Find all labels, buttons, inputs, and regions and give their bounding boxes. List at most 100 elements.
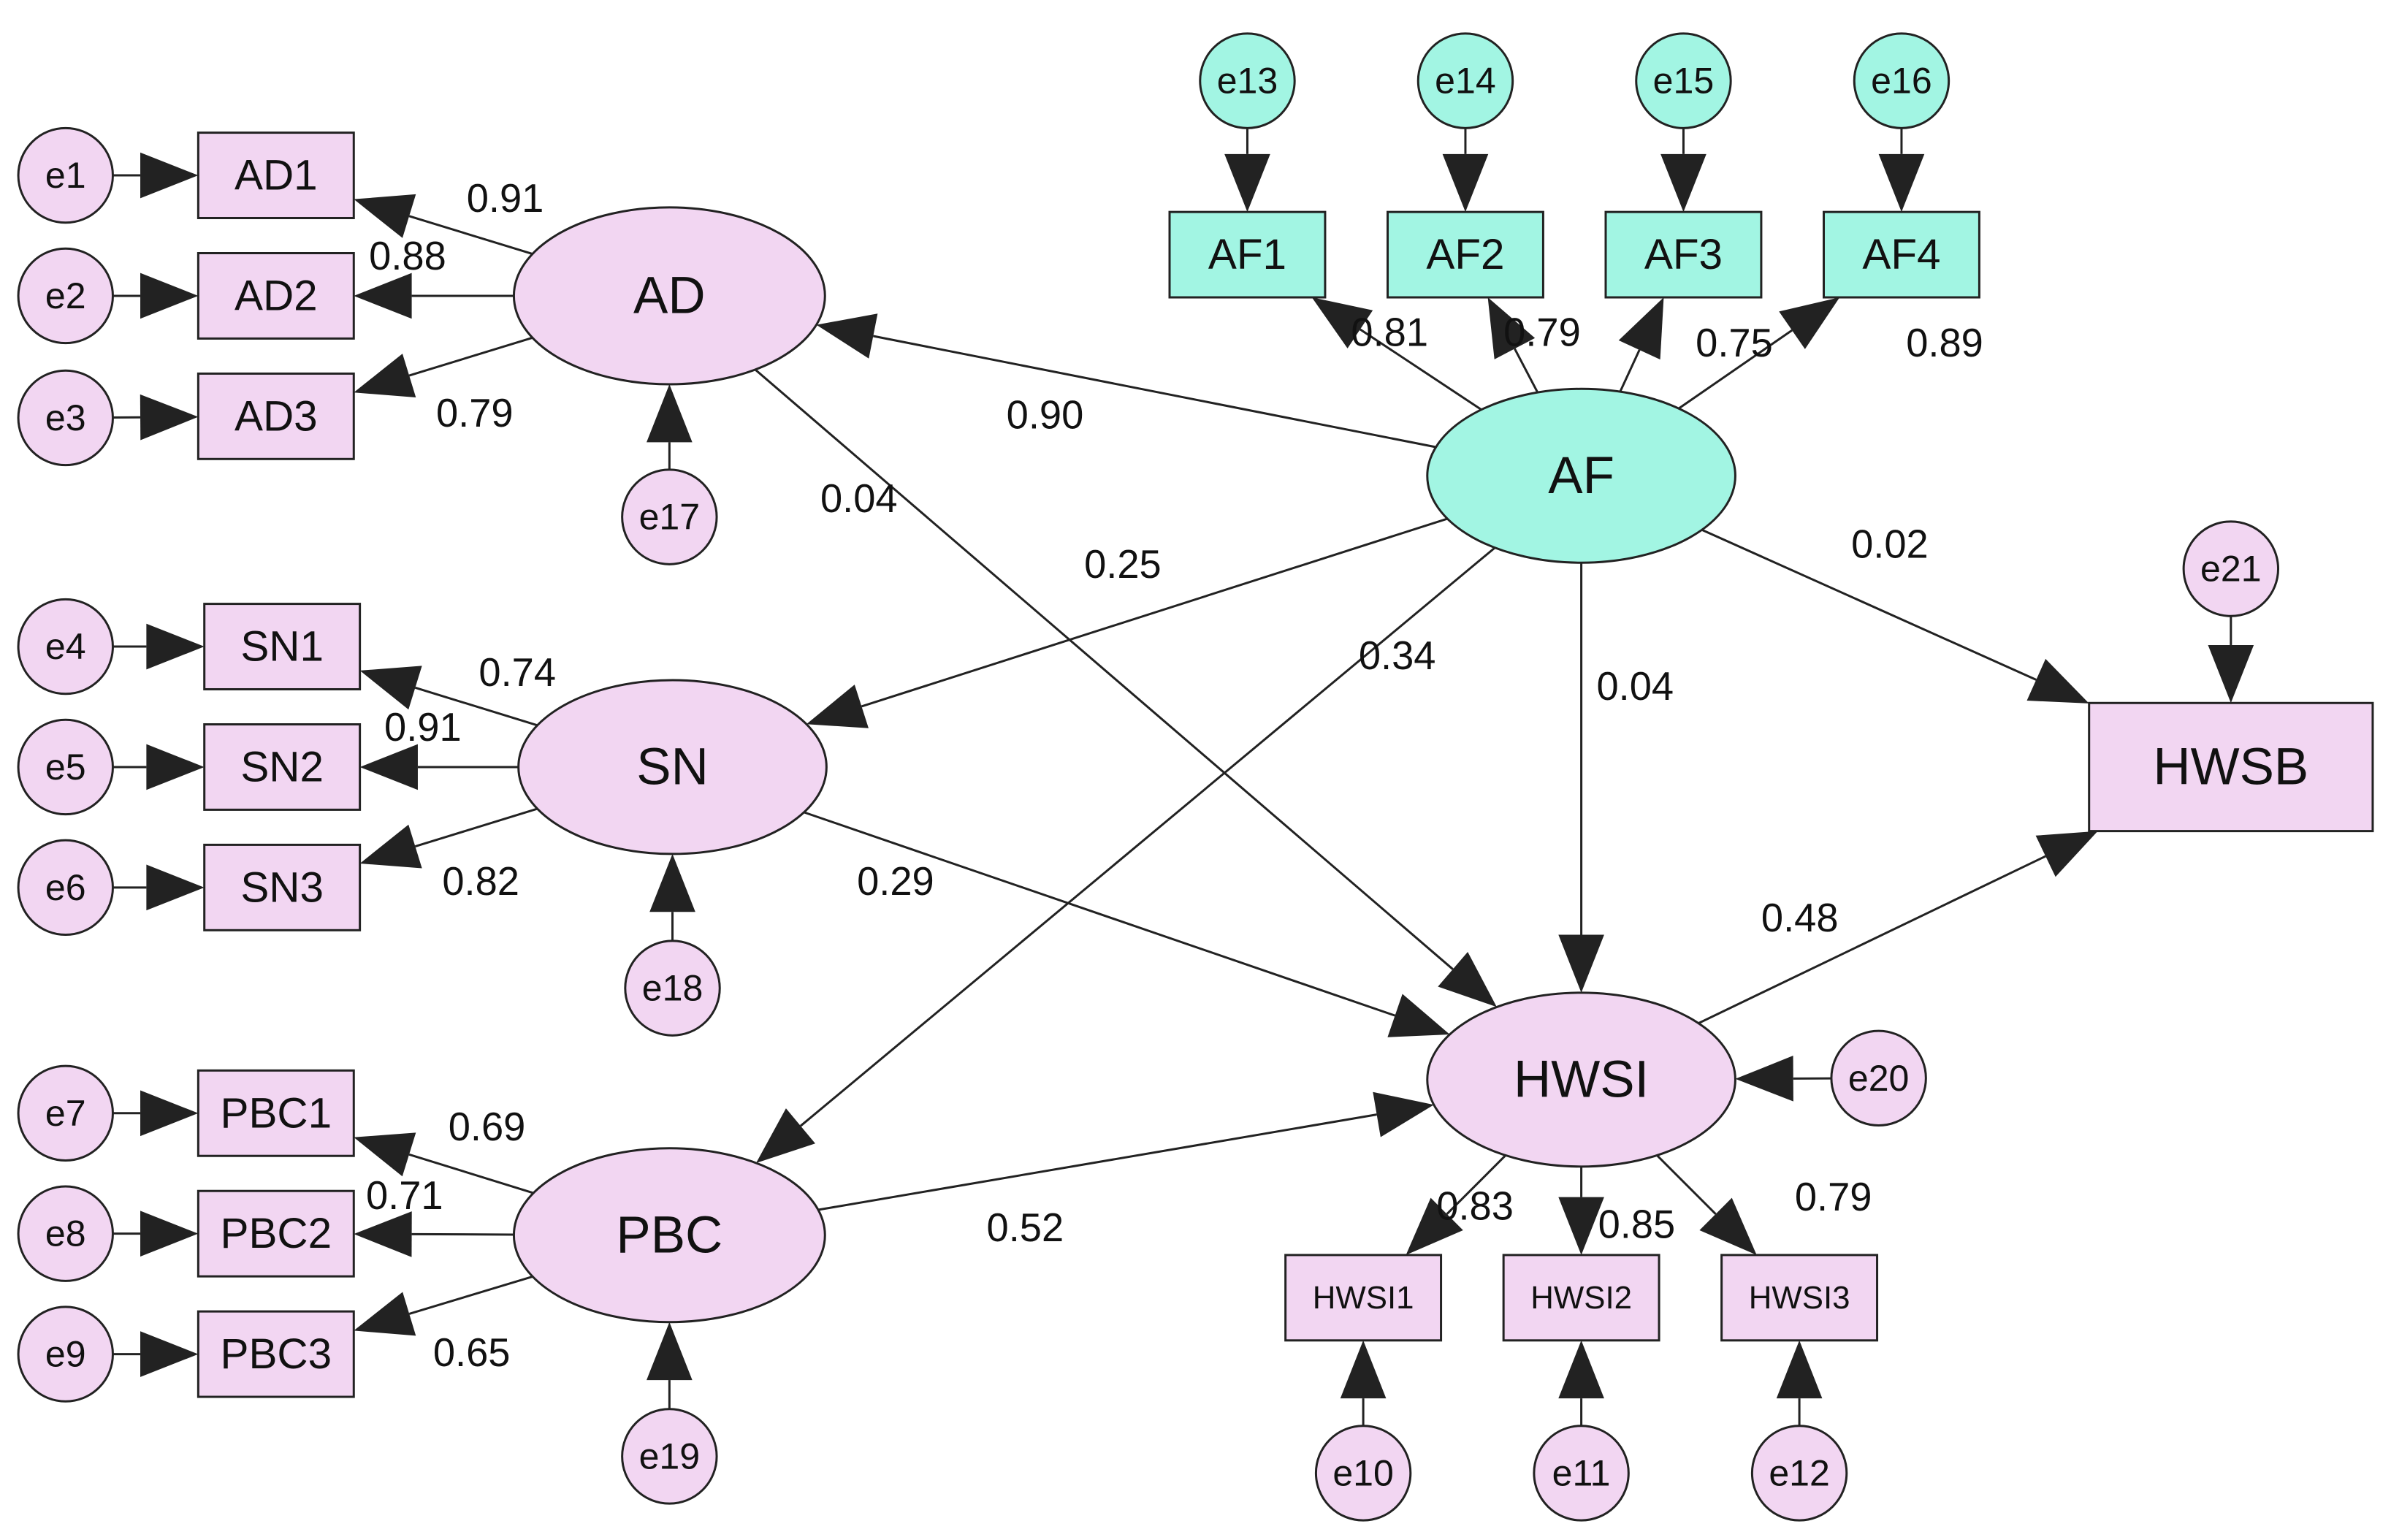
edge-line xyxy=(1446,1154,1507,1215)
observed-variable-hwsi1: HWSI1 xyxy=(1284,1254,1443,1342)
latent-variable-af: AF xyxy=(1426,387,1736,564)
error-term-e21: e21 xyxy=(2182,520,2280,617)
edge-line xyxy=(799,546,1496,1127)
node-label: AF2 xyxy=(1426,231,1504,278)
edge-line xyxy=(408,1275,533,1315)
node-label: e3 xyxy=(45,397,86,438)
node-label: SN3 xyxy=(240,864,324,911)
arrowhead-icon xyxy=(354,354,416,397)
arrowhead-icon xyxy=(1699,1197,1757,1255)
edge-pbc-to-pbc3 xyxy=(354,1275,533,1336)
arrowhead-icon xyxy=(140,1090,199,1137)
rect-shape xyxy=(197,372,355,460)
observed-variable-af1: AF1 xyxy=(1168,210,1327,299)
path-coefficient-label: 0.69 xyxy=(449,1105,526,1149)
edge-hwsi-to-hwsi1 xyxy=(1406,1154,1507,1255)
path-coefficient-label: 0.79 xyxy=(1795,1175,1872,1219)
edge-e14-to-af2 xyxy=(1442,128,1489,213)
node-label: e12 xyxy=(1769,1452,1830,1493)
node-label: e9 xyxy=(45,1334,86,1375)
observed-variable-hwsb: HWSB xyxy=(2088,701,2374,833)
error-term-e13: e13 xyxy=(1199,32,1296,129)
observed-variable-af4: AF4 xyxy=(1822,210,1980,299)
edge-e9-to-pbc3 xyxy=(113,1331,199,1377)
path-coefficient-label: 0.75 xyxy=(1696,321,1773,365)
error-term-e3: e3 xyxy=(17,369,114,467)
edge-line xyxy=(414,686,538,727)
edge-line xyxy=(804,811,1396,1017)
node-label: e6 xyxy=(45,867,86,908)
edge-e21-to-hwsb xyxy=(2208,616,2254,704)
path-coefficient-label: 0.89 xyxy=(1906,321,1983,365)
edge-e16-to-af4 xyxy=(1878,128,1925,213)
edge-ad-to-ad3 xyxy=(354,336,533,397)
arrowhead-icon xyxy=(354,272,412,319)
edge-af-to-hwsi xyxy=(1558,563,1604,993)
rect-shape xyxy=(1604,210,1763,299)
error-term-e20: e20 xyxy=(1830,1029,1927,1127)
edge-line xyxy=(873,335,1436,449)
rect-shape xyxy=(1502,1254,1660,1342)
path-coefficient-label: 0.71 xyxy=(366,1173,443,1218)
arrowhead-icon xyxy=(1224,153,1270,213)
edge-hwsi-to-hwsi3 xyxy=(1656,1154,1757,1255)
node-label: e21 xyxy=(2200,549,2262,590)
node-label: AD xyxy=(633,267,706,324)
arrowhead-icon xyxy=(647,384,693,443)
arrowhead-icon xyxy=(354,1211,412,1257)
edge-e6-to-sn3 xyxy=(113,864,205,911)
edge-line xyxy=(408,1153,534,1194)
edge-line xyxy=(1656,1154,1717,1215)
edge-line xyxy=(1514,348,1539,393)
circle-shape xyxy=(1416,32,1514,129)
path-coefficient-label: 0.88 xyxy=(369,234,446,278)
path-coefficient-label: 0.65 xyxy=(433,1330,511,1375)
edge-ad-to-ad2 xyxy=(354,272,514,319)
arrowhead-icon xyxy=(1442,153,1489,213)
node-label: e8 xyxy=(45,1213,86,1254)
path-coefficient-label: 0.90 xyxy=(1007,392,1084,437)
circle-shape xyxy=(17,126,114,224)
circle-shape xyxy=(1830,1029,1927,1127)
arrowhead-icon xyxy=(354,194,416,238)
path-coefficient-label: 0.02 xyxy=(1851,522,1929,567)
path-coefficient-label: 0.48 xyxy=(1761,896,1839,940)
arrowhead-icon xyxy=(140,272,199,319)
ellipse-shape xyxy=(512,206,826,386)
edge-hwsi-to-hwsb xyxy=(1698,831,2098,1025)
edge-line xyxy=(861,517,1448,708)
arrowhead-icon xyxy=(1387,994,1450,1037)
node-label: e16 xyxy=(1871,61,1932,102)
arrowhead-icon xyxy=(647,1322,693,1381)
node-label: AD1 xyxy=(234,152,318,199)
error-term-e19: e19 xyxy=(621,1408,718,1505)
node-label: HWSB xyxy=(2153,738,2308,796)
node-label: PBC xyxy=(616,1206,722,1264)
ellipse-shape xyxy=(1426,991,1736,1168)
node-label: AF xyxy=(1548,447,1614,505)
path-coefficient-label: 0.04 xyxy=(1596,664,1674,709)
edge-sn-to-sn1 xyxy=(359,666,538,727)
arrowhead-icon xyxy=(140,1211,199,1257)
ellipse-shape xyxy=(517,679,828,855)
edge-line xyxy=(1701,528,2037,681)
error-term-e15: e15 xyxy=(1635,32,1732,129)
edge-sn-to-sn2 xyxy=(359,744,519,790)
error-term-e18: e18 xyxy=(624,939,721,1037)
arrowhead-icon xyxy=(755,1108,815,1163)
rect-shape xyxy=(197,252,355,340)
latent-variable-hwsi: HWSI xyxy=(1426,991,1736,1168)
error-term-e10: e10 xyxy=(1314,1425,1412,1522)
arrowhead-icon xyxy=(146,864,205,911)
path-coefficient-label: 0.91 xyxy=(384,705,462,750)
rect-shape xyxy=(2088,701,2374,833)
arrowhead-icon xyxy=(1779,297,1840,349)
node-label: PBC3 xyxy=(220,1330,332,1378)
observed-variable-pbc1: PBC1 xyxy=(197,1069,355,1157)
arrowhead-icon xyxy=(1558,1340,1604,1399)
arrowhead-icon xyxy=(1618,297,1664,360)
edge-e7-to-pbc1 xyxy=(113,1090,199,1137)
path-coefficient-label: 0.85 xyxy=(1598,1202,1676,1247)
arrowhead-icon xyxy=(1406,1197,1463,1255)
node-label: HWSI1 xyxy=(1313,1280,1414,1316)
